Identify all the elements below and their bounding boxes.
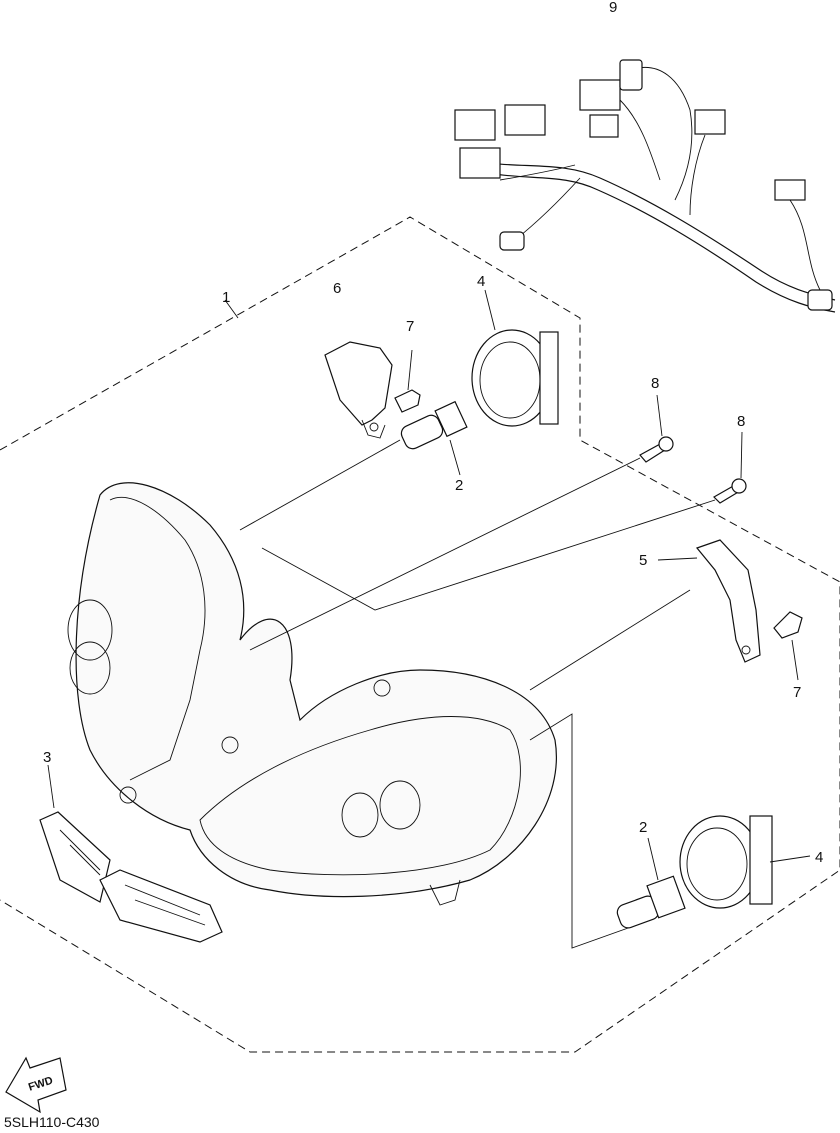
- fwd-arrow-icon: FWD: [5, 1056, 67, 1114]
- diagram-code: 5SLH110-C430: [4, 1114, 100, 1130]
- callout-6: 6: [333, 280, 341, 297]
- bulb-cover: [324, 341, 393, 439]
- callout-2-bottom: 2: [639, 819, 647, 836]
- callout-8-left: 8: [651, 375, 659, 392]
- wire-harness: [454, 59, 836, 313]
- position-bulb-right: [773, 611, 803, 681]
- headlight-assembly: [67, 299, 557, 906]
- alignment-lines: [239, 439, 716, 949]
- callout-7-right: 7: [793, 684, 801, 701]
- callout-5: 5: [639, 552, 647, 569]
- callout-4-top: 4: [477, 273, 485, 290]
- position-bulb-top: [394, 349, 421, 413]
- callout-4-bottom: 4: [815, 849, 823, 866]
- callout-3: 3: [43, 749, 51, 766]
- bulb-socket-ring-top: [471, 289, 559, 427]
- callout-7-top: 7: [406, 318, 414, 335]
- assembly-boundary: [0, 216, 840, 1053]
- callout-9: 9: [609, 0, 617, 16]
- grille: [39, 764, 223, 943]
- callout-1: 1: [222, 289, 230, 306]
- headlight-bulb-bottom: [616, 837, 686, 929]
- screws: [639, 394, 747, 504]
- bracket: [657, 539, 761, 663]
- callout-labels: 9 1 6 4 7 8 8 2 5 7 3 2 4: [43, 0, 823, 866]
- bulb-socket-ring-bottom: [679, 815, 811, 909]
- callout-8-right: 8: [737, 413, 745, 430]
- callout-2-top: 2: [455, 477, 463, 494]
- headlight-bulb-top: [400, 400, 468, 476]
